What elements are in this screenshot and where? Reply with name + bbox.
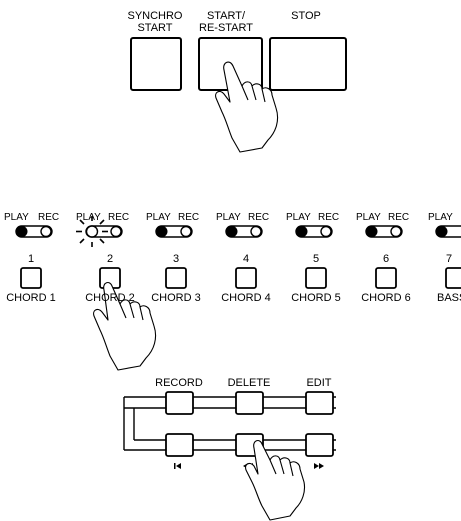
rec-label: REC [108, 212, 129, 224]
track-name-label: CHORD 4 [215, 292, 277, 304]
play-label: PLAY [356, 212, 381, 224]
track-switch-3[interactable] [156, 226, 192, 237]
rec-label: REC [178, 212, 199, 224]
fast-forward-icon [314, 463, 324, 469]
track-name-label: CHORD 6 [355, 292, 417, 304]
rec-label: REC [388, 212, 409, 224]
track-name-label: BASS [437, 292, 461, 304]
track-button-3[interactable] [166, 268, 186, 288]
rec-label: REC [318, 212, 339, 224]
top-button[interactable] [166, 434, 193, 456]
rec-label: REC [38, 212, 59, 224]
track-switch-1[interactable] [16, 226, 52, 237]
track-number-label: 3 [166, 253, 186, 265]
track-number-label: 1 [21, 253, 41, 265]
track-button-7[interactable] [446, 268, 461, 288]
track-number-label: 6 [376, 253, 396, 265]
track-button-5[interactable] [306, 268, 326, 288]
track-switch-5[interactable] [296, 226, 332, 237]
edit-button[interactable] [306, 392, 333, 414]
track-row [16, 216, 461, 288]
record-label: RECORD [146, 377, 212, 389]
record-button[interactable] [166, 392, 193, 414]
synchro-start-button[interactable] [131, 38, 181, 90]
play-label: PLAY [286, 212, 311, 224]
play-label: PLAY [4, 212, 29, 224]
track-button-6[interactable] [376, 268, 396, 288]
delete-button[interactable] [236, 392, 263, 414]
track-button-1[interactable] [21, 268, 41, 288]
forward-button[interactable] [306, 434, 333, 456]
skip-to-start-icon [174, 463, 181, 469]
track-switch-7[interactable] [436, 226, 461, 237]
track-number-label: 5 [306, 253, 326, 265]
track-name-label: CHORD 3 [145, 292, 207, 304]
track-number-label: 4 [236, 253, 256, 265]
pressing-hand-icon [246, 441, 305, 520]
track-switch-4[interactable] [226, 226, 262, 237]
track-name-label: CHORD 5 [285, 292, 347, 304]
stop-button[interactable] [270, 38, 346, 90]
track-name-label: CHORD 1 [0, 292, 62, 304]
track-button-4[interactable] [236, 268, 256, 288]
edit-label: EDIT [286, 377, 352, 389]
track-name-label: CHORD 2 [79, 292, 141, 304]
play-label: PLAY [428, 212, 453, 224]
track-switch-6[interactable] [366, 226, 402, 237]
delete-label: DELETE [216, 377, 282, 389]
play-label: PLAY [146, 212, 171, 224]
play-label: PLAY [76, 212, 101, 224]
play-label: PLAY [216, 212, 241, 224]
track-number-label: 7 [446, 253, 461, 265]
track-number-label: 2 [100, 253, 120, 265]
rec-label: REC [248, 212, 269, 224]
edit-panel-frame [124, 397, 336, 450]
